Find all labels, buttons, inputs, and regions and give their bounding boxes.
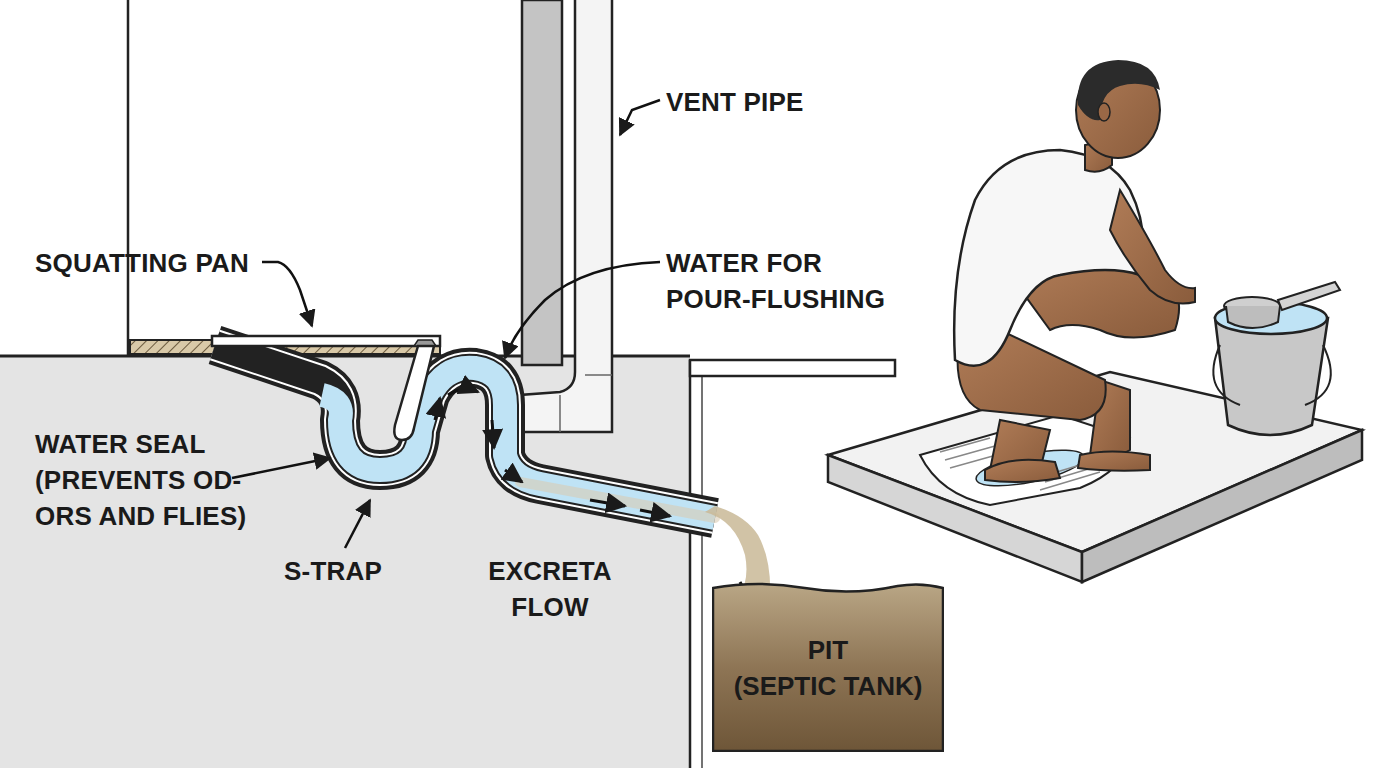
septic-pit: PIT (SEPTIC TANK) — [712, 580, 944, 752]
text-line: ORS AND FLIES) — [35, 498, 295, 534]
leader-line — [345, 500, 370, 548]
text-line: WATER SEAL — [35, 426, 295, 462]
text-line: (PREVENTS OD- — [35, 462, 295, 498]
text-line: POUR-FLUSHING — [666, 281, 936, 317]
flow-arrow — [590, 500, 625, 506]
node-label: PIT (SEPTIC TANK) — [712, 632, 944, 704]
squatting-person — [954, 60, 1195, 482]
text-line: FLOW — [470, 589, 630, 625]
vent-pipe — [522, 0, 562, 365]
part-label: WATER SEAL (PREVENTS OD- ORS AND FLIES) — [35, 426, 295, 534]
wall-line — [689, 360, 692, 768]
wall-line — [701, 376, 703, 768]
leader-line — [262, 262, 312, 326]
slab-shelf — [702, 375, 895, 377]
wall-line — [127, 0, 130, 356]
text-line: VENT PIPE — [666, 84, 866, 120]
leader-line — [232, 458, 330, 478]
excreta-flow — [520, 482, 715, 518]
water-bucket — [1213, 282, 1340, 435]
part-label: S-TRAP — [284, 553, 404, 589]
water-seal — [322, 368, 715, 518]
text-line: (SEPTIC TANK) — [712, 668, 944, 704]
text-line: SQUATTING PAN — [35, 245, 275, 281]
pan-outlet — [394, 346, 434, 440]
s-trap-outline — [215, 345, 715, 518]
pit-shape — [712, 580, 944, 752]
flow-arrow — [492, 420, 494, 448]
squatting-pan-rim — [212, 336, 440, 346]
text-line: PIT — [712, 632, 944, 668]
flow-arrow — [448, 389, 478, 395]
text-line: EXCRETA — [470, 553, 630, 589]
part-label: SQUATTING PAN — [35, 245, 275, 281]
part-label: WATER FOR POUR-FLUSHING — [666, 245, 936, 317]
s-trap-wall — [215, 345, 715, 518]
flow-arrow — [505, 470, 522, 482]
leader-line — [505, 262, 660, 358]
vent-pipe — [520, 0, 612, 432]
vent-pipe — [585, 374, 612, 376]
slab-shelf — [690, 360, 895, 376]
s-trap-inner — [215, 345, 715, 518]
part-label: EXCRETA FLOW — [470, 553, 630, 625]
flow-arrow — [435, 398, 440, 420]
text-line: S-TRAP — [284, 553, 404, 589]
pit-outline — [713, 584, 943, 751]
flow-arrow — [640, 510, 670, 516]
part-label: VENT PIPE — [666, 84, 866, 120]
text-line: WATER FOR — [666, 245, 936, 281]
vent-pipe — [559, 395, 561, 432]
leader-line — [620, 100, 660, 135]
